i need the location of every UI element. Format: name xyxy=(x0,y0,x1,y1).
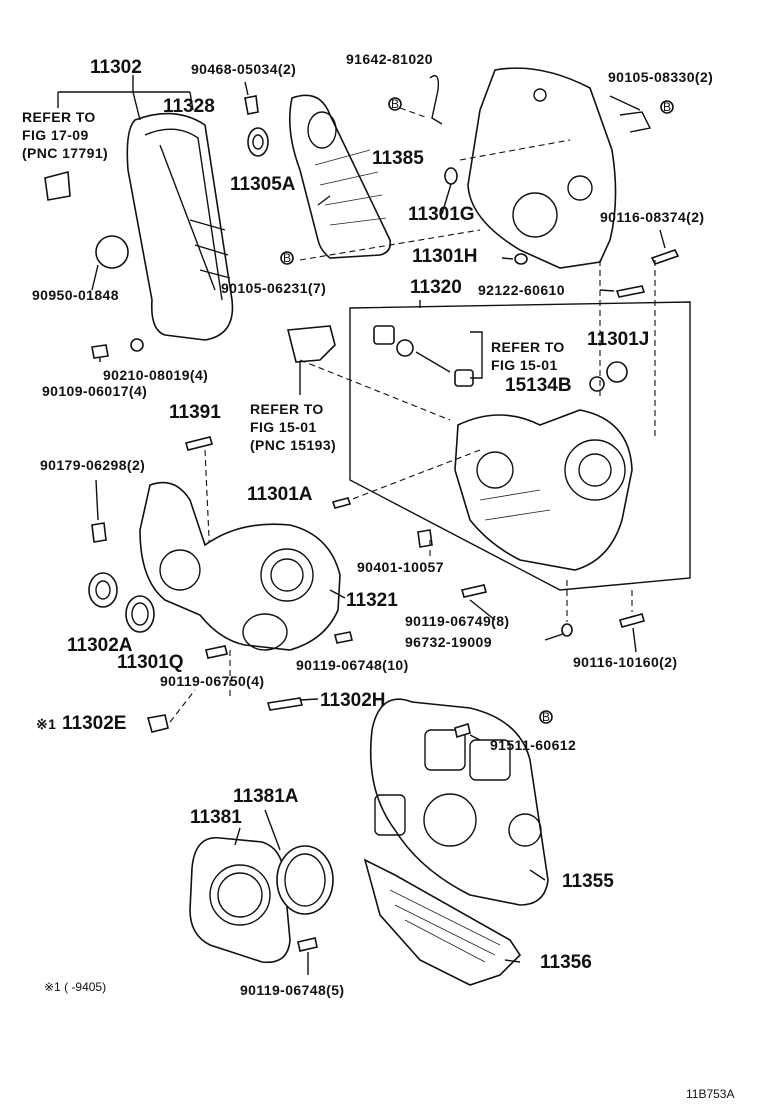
label-90109: 90109-06017(4) xyxy=(42,383,147,399)
pin-11301A xyxy=(331,497,352,509)
bolt-90119-06749 xyxy=(460,584,488,598)
oring-15134B xyxy=(589,376,605,392)
label-11301Q: 11301Q xyxy=(117,652,184,673)
refer-oil-pump-part xyxy=(286,325,336,395)
label-90401: 90401-10057 xyxy=(357,559,444,575)
seal-11302A xyxy=(88,572,118,608)
label-11385: 11385 xyxy=(372,148,424,169)
timing-belt-cover-11302 xyxy=(126,112,234,341)
bolt-90119-06748 xyxy=(334,631,353,644)
label-90210: 90210-08019(4) xyxy=(103,367,208,383)
label-90468: 90468-05034(2) xyxy=(191,61,296,77)
seal-11301Q xyxy=(125,595,155,633)
timing-cover-11321 xyxy=(139,481,341,651)
footnote: ※1 ( -9405) xyxy=(44,980,106,994)
plug-11301H xyxy=(514,253,528,265)
label-11355: 11355 xyxy=(562,871,614,892)
marker-b-2: B xyxy=(660,100,674,114)
label-91642: 91642-81020 xyxy=(346,51,433,67)
stud-90116-a xyxy=(650,249,680,265)
label-90105-06231: 90105-06231(7) xyxy=(221,280,326,296)
refer1-line2: FIG 17-09 xyxy=(22,127,89,143)
label-11381: 11381 xyxy=(190,807,242,828)
plug-96732 xyxy=(561,580,573,637)
label-90105-08330: 90105-08330(2) xyxy=(608,69,713,85)
refer2-line2: FIG 15-01 xyxy=(491,357,558,373)
note-mark: ※1 xyxy=(36,716,56,732)
label-92122: 92122-60610 xyxy=(478,282,565,298)
refer3-line1: REFER TO xyxy=(250,401,324,417)
oil-seal-11381A xyxy=(276,845,334,915)
diagram-code: 11B753A xyxy=(686,1087,735,1101)
seal-11305A xyxy=(247,127,269,157)
bolt-92122 xyxy=(615,285,646,298)
label-91511: 91511-60612 xyxy=(490,737,576,753)
refer2-line1: REFER TO xyxy=(491,339,565,355)
label-11381A: 11381A xyxy=(233,786,299,807)
refer1-line1: REFER TO xyxy=(22,109,96,125)
label-11320: 11320 xyxy=(410,277,462,298)
refer3-line3: (PNC 15193) xyxy=(250,437,336,453)
label-11321: 11321 xyxy=(346,590,398,611)
clip-90468 xyxy=(244,95,259,115)
seal-11301J xyxy=(606,361,628,383)
timing-case-upper xyxy=(467,67,652,269)
label-11302H: 11302H xyxy=(320,690,386,711)
svg-text:B: B xyxy=(283,251,291,265)
stud-11302H xyxy=(266,697,304,711)
marker-b-4: B xyxy=(539,710,553,724)
svg-text:B: B xyxy=(542,710,550,724)
label-11302E: 11302E xyxy=(62,713,126,734)
bolt-90119-06748-b xyxy=(297,937,318,952)
refer3-line2: FIG 15-01 xyxy=(250,419,317,435)
cover-11385 xyxy=(288,94,392,259)
label-90119-06748-b: 90119-06748(5) xyxy=(240,982,344,998)
label-90116-08374: 90116-08374(2) xyxy=(600,209,704,225)
label-11328: 11328 xyxy=(163,96,215,117)
label-90119-06750: 90119-06750(4) xyxy=(160,673,264,689)
label-11305A: 11305A xyxy=(230,174,296,195)
marker-b-3: B xyxy=(280,251,294,265)
label-11391: 11391 xyxy=(169,402,221,423)
label-11302: 11302 xyxy=(90,57,142,78)
end-plate-11355 xyxy=(369,698,549,906)
label-11301G: 11301G xyxy=(408,204,475,225)
label-90119-06749: 90119-06749(8) xyxy=(405,613,509,629)
stud-90116-b xyxy=(619,590,645,628)
label-11301J: 11301J xyxy=(587,329,649,350)
hook-91642 xyxy=(399,75,443,125)
label-90116-10160: 90116-10160(2) xyxy=(573,654,677,670)
bolt-90401 xyxy=(417,529,433,548)
marker-b-1: B xyxy=(388,97,402,111)
bolt-90109 xyxy=(91,338,144,359)
assembly-box-11320 xyxy=(349,300,691,591)
label-11301H: 11301H xyxy=(412,246,478,267)
refer1-line3: (PNC 17791) xyxy=(22,145,108,161)
plate-11356 xyxy=(363,858,522,986)
label-11302A: 11302A xyxy=(67,635,133,656)
label-11356: 11356 xyxy=(540,952,592,973)
clip-90179 xyxy=(91,479,107,543)
svg-text:B: B xyxy=(391,97,399,111)
leader-lines xyxy=(57,75,666,975)
seal-retainer-11381 xyxy=(189,837,291,964)
label-96732: 96732-19009 xyxy=(405,634,492,650)
relief-valve-parts xyxy=(373,325,483,387)
label-15134B: 15134B xyxy=(505,375,572,396)
label-11301A: 11301A xyxy=(247,484,313,505)
label-90179: 90179-06298(2) xyxy=(40,457,145,473)
plug-11302E xyxy=(146,689,196,733)
gasket-11301G xyxy=(444,167,458,185)
bolt-91511 xyxy=(454,722,471,739)
svg-text:B: B xyxy=(663,100,671,114)
gasket-sheet xyxy=(44,170,71,201)
oil-pump-case xyxy=(454,409,633,571)
label-90119-06748: 90119-06748(10) xyxy=(296,657,409,673)
dashed-guides xyxy=(229,139,656,700)
label-90950: 90950-01848 xyxy=(32,287,119,303)
bolt-90119-06750 xyxy=(205,645,228,659)
cap-90950 xyxy=(91,235,129,291)
